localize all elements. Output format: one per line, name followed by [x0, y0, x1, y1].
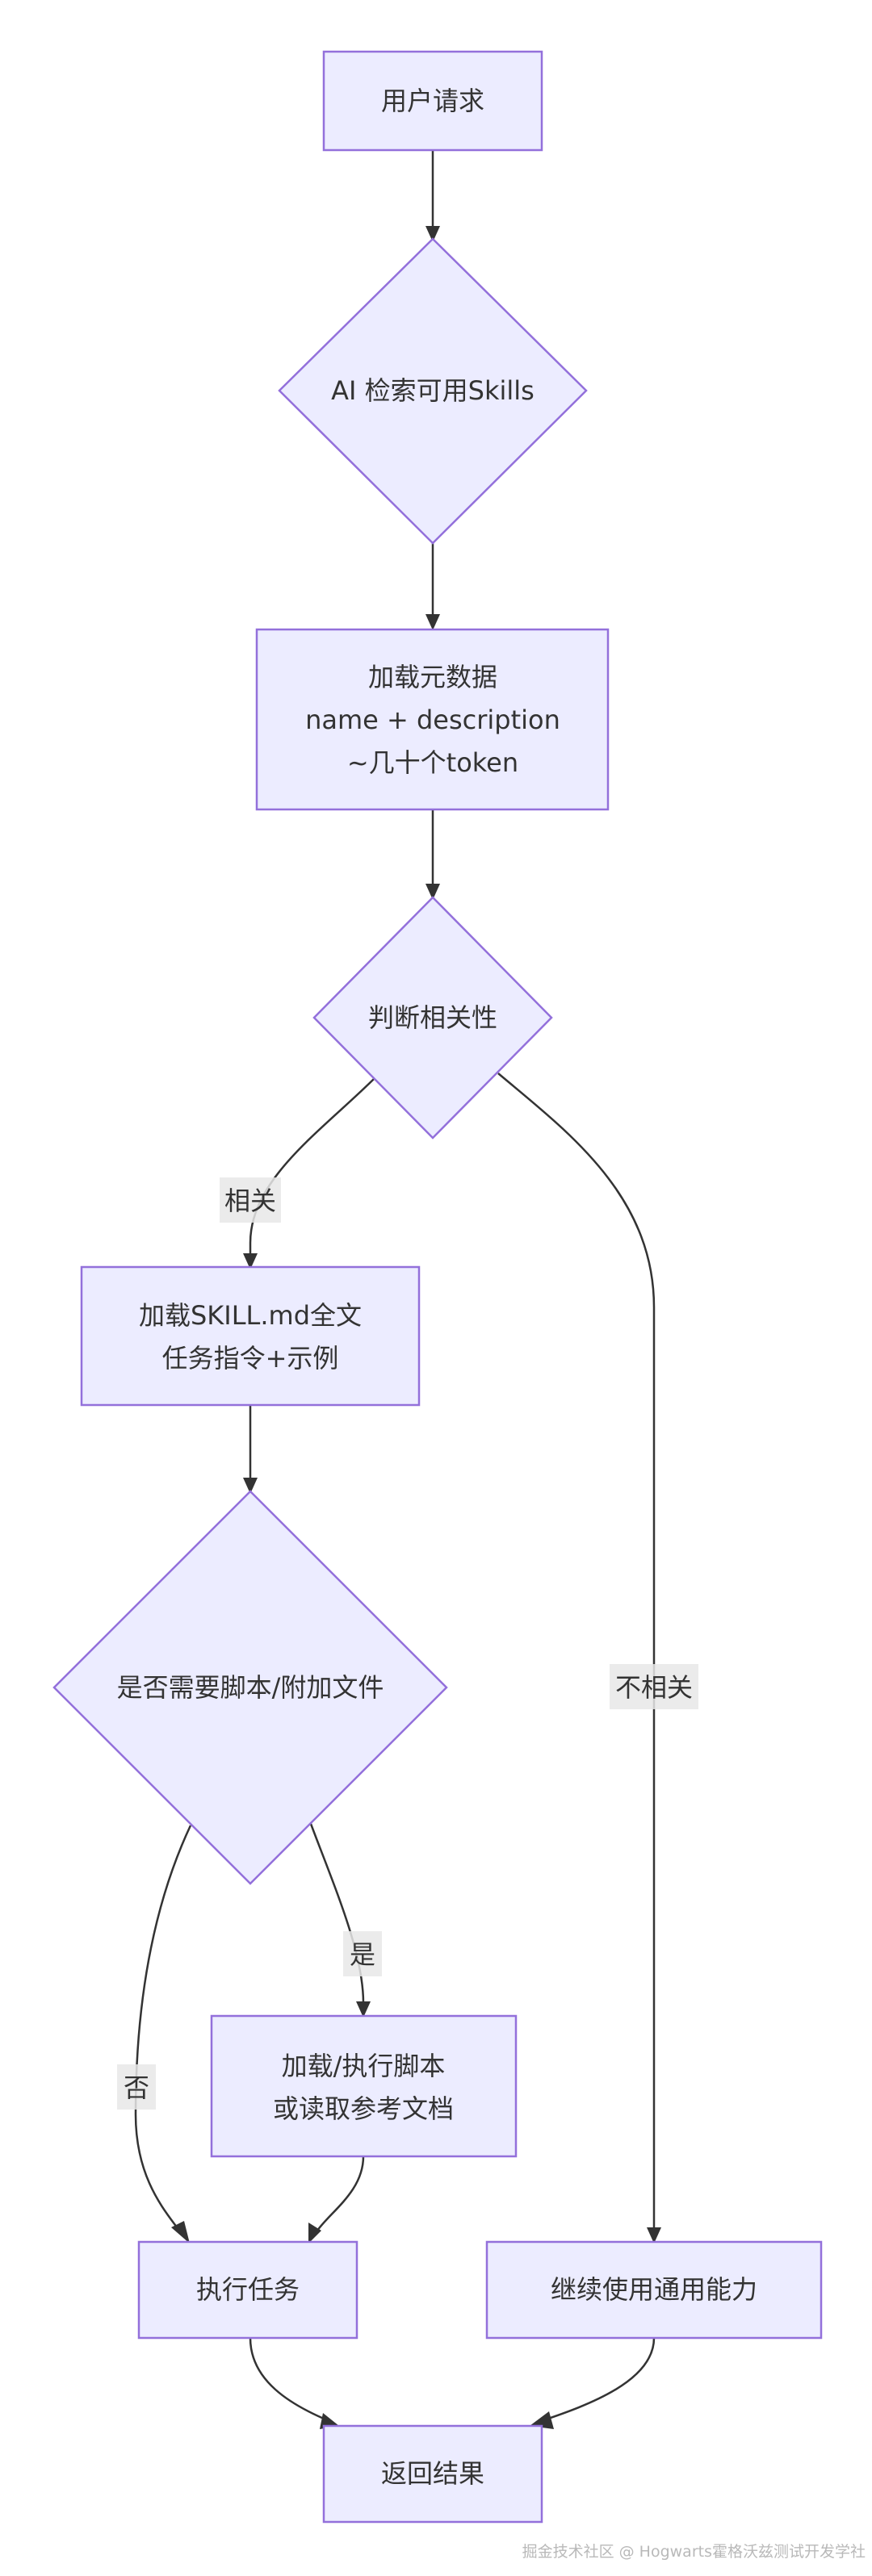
node-load-meta-line-3: ~几十个token — [347, 747, 518, 778]
node-exec-task: 执行任务 — [137, 2240, 358, 2340]
edge-judge-to-skill — [249, 1077, 376, 1255]
arrowhead — [356, 2001, 371, 2018]
node-need-script: 是否需要脚本/附加文件 — [52, 1490, 448, 1885]
edge-label-yes: 是 — [343, 1931, 382, 1976]
edge-label-relevant: 相关 — [220, 1177, 281, 1223]
node-user-request-text: 用户请求 — [381, 86, 484, 116]
nodes: 用户请求 AI 检索可用Skills 加载元数据 name + descript… — [52, 50, 823, 2524]
arrowhead — [243, 1478, 258, 1494]
edge-need-to-task — [134, 1825, 192, 2231]
node-exec-script-line-1: 加载/执行脚本 — [282, 2051, 446, 2081]
arrowhead — [171, 2221, 190, 2244]
edge-judge-to-continue — [497, 1073, 656, 2229]
arrowhead — [530, 2411, 554, 2429]
arrowhead — [647, 2227, 661, 2244]
edge-labels: 相关 不相关 是 否 — [117, 1177, 698, 2110]
arrowhead — [426, 884, 440, 900]
arrowhead — [426, 226, 440, 242]
node-return-result: 返回结果 — [322, 2424, 543, 2524]
node-continue-general-text: 继续使用通用能力 — [551, 2274, 757, 2305]
node-load-skill-line-2: 任务指令+示例 — [162, 1343, 339, 1374]
node-exec-script-line-2: 或读取参考文档 — [273, 2093, 454, 2124]
node-load-meta-line-2: name + description — [305, 705, 560, 735]
watermark-text: 掘金技术社区 @ Hogwarts霍格沃兹测试开发学社 — [522, 2543, 866, 2561]
edge-label-not-relevant: 不相关 — [610, 1664, 698, 1709]
node-load-meta: 加载元数据 name + description ~几十个token — [255, 628, 610, 811]
node-exec-script: 加载/执行脚本 或读取参考文档 — [210, 2014, 518, 2158]
node-continue-general: 继续使用通用能力 — [485, 2240, 823, 2340]
edge-continue-to-result — [540, 2337, 656, 2423]
node-judge-relevance: 判断相关性 — [312, 896, 553, 1140]
edge-label-relevant-text: 相关 — [224, 1186, 276, 1216]
node-user-request: 用户请求 — [322, 50, 543, 152]
edge-need-to-script — [309, 1823, 365, 2004]
node-load-skill-line-1: 加载SKILL.md全文 — [139, 1300, 362, 1331]
node-load-skill: 加载SKILL.md全文 任务指令+示例 — [80, 1265, 421, 1407]
edge-label-no-text: 否 — [124, 2072, 149, 2103]
node-load-meta-line-1: 加载元数据 — [368, 662, 497, 692]
node-return-result-text: 返回结果 — [381, 2458, 484, 2489]
node-exec-task-text: 执行任务 — [196, 2274, 300, 2305]
arrowhead — [243, 1253, 258, 1269]
edge-script-to-task — [316, 2156, 365, 2231]
node-judge-relevance-text: 判断相关性 — [368, 1002, 497, 1033]
edge-label-yes-text: 是 — [350, 1939, 375, 1970]
edge-task-to-result — [249, 2337, 330, 2423]
arrowhead — [426, 614, 440, 630]
node-need-script-text: 是否需要脚本/附加文件 — [117, 1672, 384, 1703]
edge-label-no: 否 — [117, 2064, 156, 2110]
node-ai-search-text: AI 检索可用Skills — [331, 375, 535, 406]
arrowhead — [308, 2223, 321, 2244]
edges — [134, 150, 661, 2429]
edge-label-not-relevant-text: 不相关 — [615, 1672, 693, 1703]
node-ai-search: AI 检索可用Skills — [278, 237, 588, 545]
